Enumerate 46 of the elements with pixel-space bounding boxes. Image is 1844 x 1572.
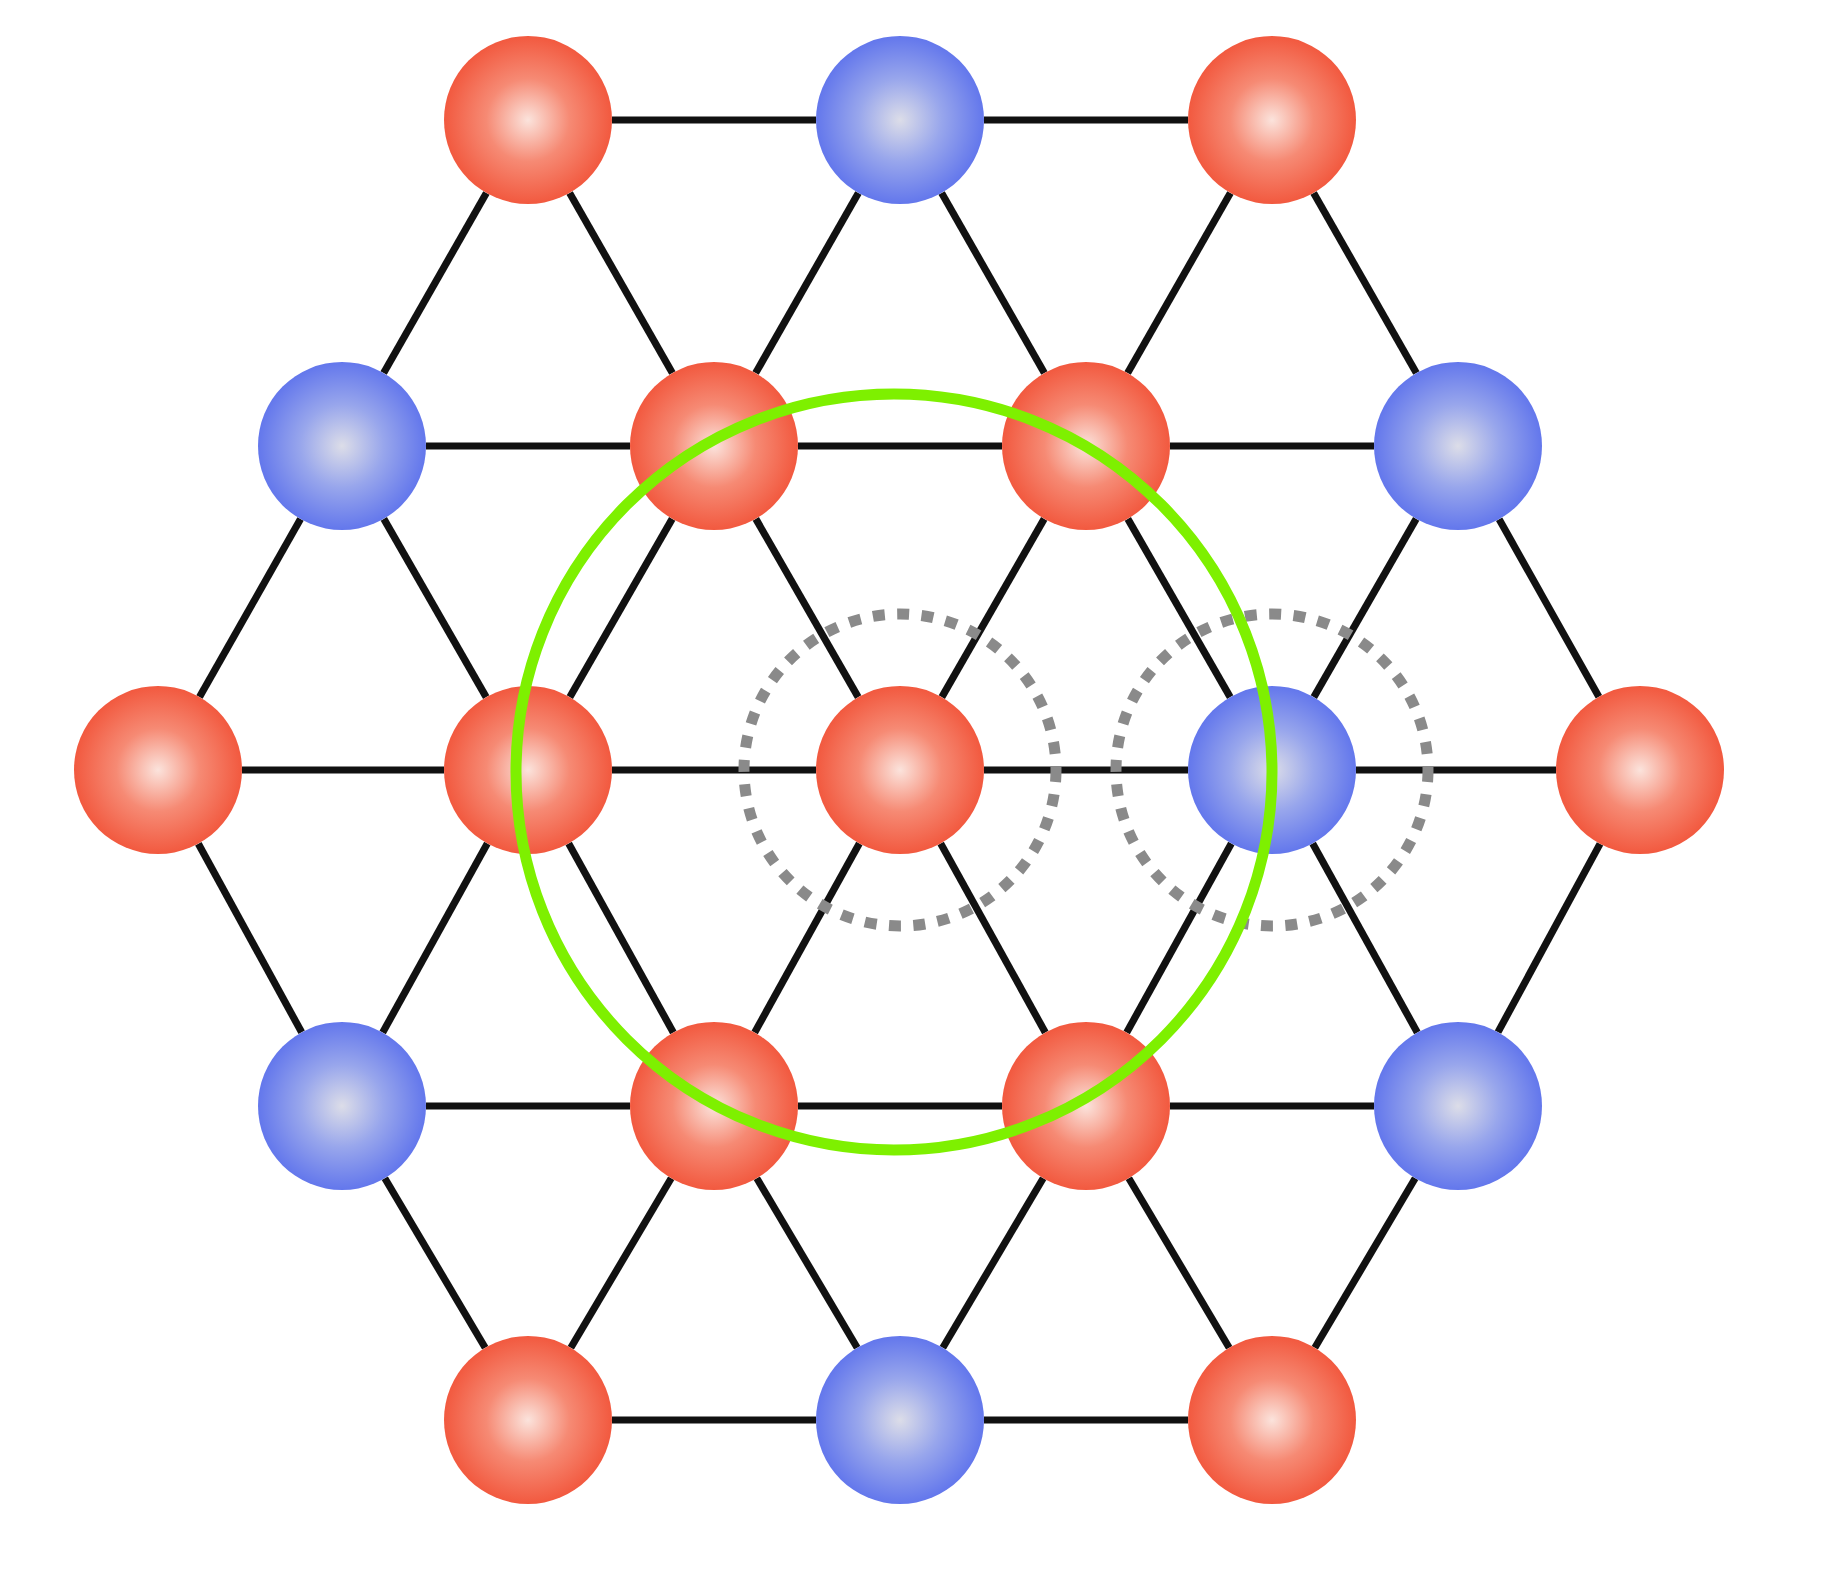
lattice-line — [426, 1102, 630, 1110]
lattice-line — [612, 766, 816, 774]
lattice-line — [1496, 517, 1602, 699]
lattice-line — [753, 1176, 861, 1350]
lattice-line — [612, 1416, 816, 1424]
lattice-line — [1124, 517, 1234, 699]
sphere — [630, 362, 798, 530]
lattice-line — [1310, 517, 1420, 699]
lattice-line — [566, 517, 676, 699]
lattice-line — [426, 442, 630, 450]
lattice-line — [380, 191, 490, 375]
lattice-line — [1124, 191, 1234, 375]
lattice-line — [984, 116, 1188, 124]
lattice-line — [1170, 1102, 1374, 1110]
lattice-line — [938, 517, 1048, 699]
lattice-line — [798, 442, 1002, 450]
sphere — [1002, 1022, 1170, 1190]
lattice-line — [1494, 842, 1604, 1034]
lattice-line — [1309, 841, 1421, 1035]
lattice-line — [380, 517, 490, 699]
lattice-line — [984, 766, 1188, 774]
lattice-line — [1170, 442, 1374, 450]
sphere — [630, 1022, 798, 1190]
lattice-line — [1356, 766, 1556, 774]
lattice-line — [938, 191, 1048, 375]
lattice-line — [565, 841, 677, 1035]
lattice-line — [1123, 841, 1235, 1035]
lattice-line — [196, 517, 304, 699]
lattice-line — [379, 841, 491, 1035]
lattice-line — [242, 766, 444, 774]
lattice-line — [1125, 1176, 1233, 1350]
lattice-line — [566, 191, 676, 375]
lattice-line — [1311, 1176, 1419, 1350]
lattice-line — [381, 1176, 489, 1350]
lattice-line — [752, 517, 862, 699]
lattice-line — [798, 1102, 1002, 1110]
lattice-line — [752, 191, 862, 375]
lattice-line — [567, 1176, 675, 1350]
lattice-line — [1310, 191, 1420, 375]
sphere — [1002, 362, 1170, 530]
lattice-line — [751, 841, 863, 1035]
lattice-line — [939, 1176, 1047, 1350]
lattice-line — [612, 116, 816, 124]
lattice-line — [937, 841, 1049, 1035]
lattice-line — [195, 841, 305, 1035]
lattice-line — [984, 1416, 1188, 1424]
